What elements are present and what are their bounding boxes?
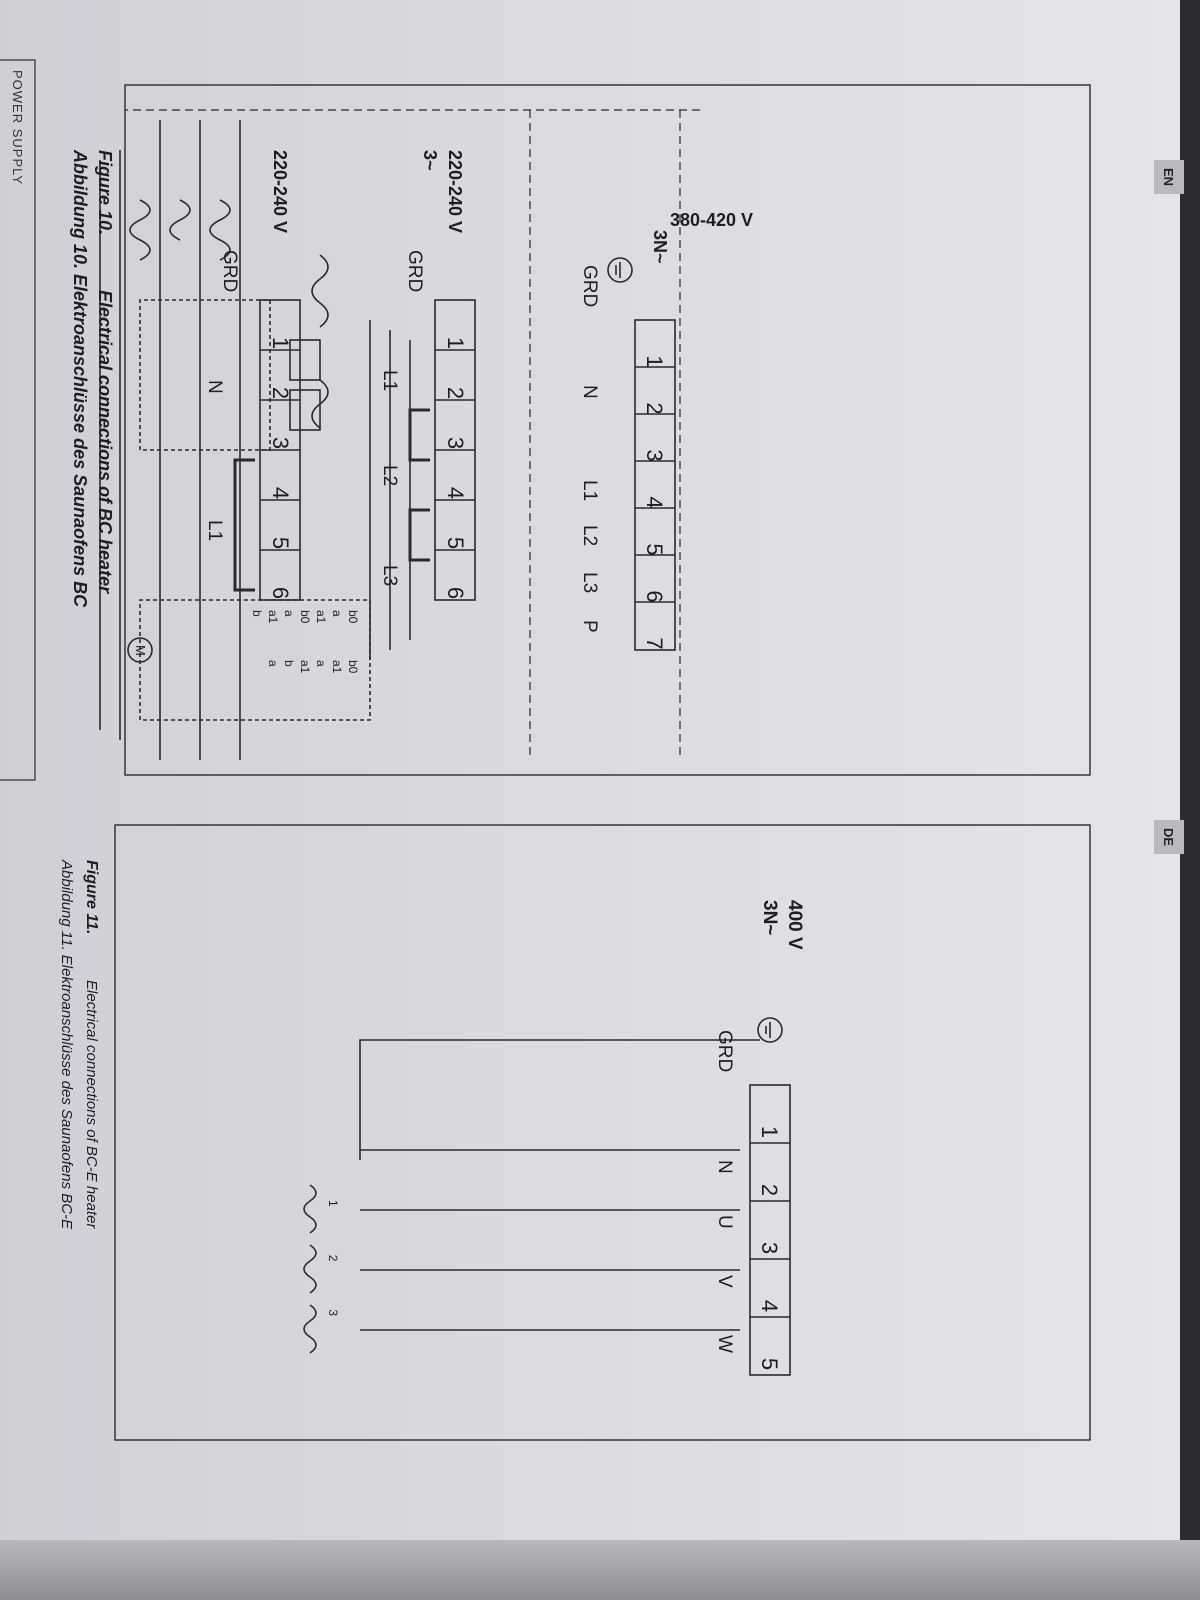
terminal-numbers-1: 1 2 3 4 5 6 7 xyxy=(641,338,667,668)
contact-label-2: a1 xyxy=(314,610,328,624)
grd-label-3: GRD xyxy=(219,250,240,293)
terminal-e-3: 3 xyxy=(757,1241,782,1255)
thermostat-switch-box xyxy=(139,599,371,721)
contact-label-11: b xyxy=(282,660,296,667)
phase-label-1: 3N~ xyxy=(650,230,670,264)
contact-label-8: a1 xyxy=(330,660,344,674)
l1-label-2: L1 xyxy=(379,370,400,392)
relay-coil-1 xyxy=(289,339,321,381)
contact-label-3: b0 xyxy=(298,610,312,624)
terminal-3-4: 4 xyxy=(268,486,293,500)
terminal-2-5: 5 xyxy=(443,536,468,550)
w-label-e: W xyxy=(714,1335,735,1353)
terminal-e-2: 2 xyxy=(757,1183,782,1197)
terminal-3-1: 1 xyxy=(268,336,293,350)
u-label-e: U xyxy=(714,1215,735,1229)
terminal-1-6: 6 xyxy=(642,590,667,603)
l1-label-1: L1 xyxy=(579,480,600,502)
n-label-3: N xyxy=(204,380,225,394)
voltage-label-e: 400 V xyxy=(784,900,805,950)
terminal-3-5: 5 xyxy=(268,536,293,550)
relay-coil-2 xyxy=(289,389,321,431)
voltage-label-3: 220-240 V xyxy=(270,150,290,234)
contact-label-5: a1 xyxy=(266,610,280,624)
figure-10-frame xyxy=(124,84,1091,776)
n-label-e: N xyxy=(714,1160,735,1174)
ground-symbol-e xyxy=(757,1017,783,1043)
terminal-2-4: 4 xyxy=(443,486,468,500)
bus-lines xyxy=(99,120,411,760)
figure-10-title: Electrical connections of BC heater xyxy=(95,290,115,594)
figure-11-frame xyxy=(114,824,1091,1441)
ground-symbol-1 xyxy=(607,257,633,283)
terminal-1-1: 1 xyxy=(642,355,667,368)
contact-labels-2: b0 a1 a a1 b a xyxy=(266,660,360,673)
motor-symbol xyxy=(127,637,153,663)
voltage-label-1: 380-420 V xyxy=(670,210,754,230)
contact-labels: b0 a a1 b0 a a1 b xyxy=(250,610,360,623)
terminal-block-e xyxy=(749,1084,791,1376)
l2-label-1: L2 xyxy=(579,525,600,547)
terminal-numbers-2: 1 2 3 4 5 6 xyxy=(442,318,468,618)
l3-label-2: L3 xyxy=(379,565,400,587)
power-supply-label: POWER SUPPLY xyxy=(10,70,25,186)
contact-label-9: a xyxy=(314,660,328,667)
contact-label-1: a xyxy=(330,610,344,617)
v-label-e: V xyxy=(714,1275,735,1288)
terminal-numbers-e: 1 2 3 4 5 xyxy=(756,1103,782,1393)
terminal-e-5: 5 xyxy=(757,1357,782,1371)
contact-label-4: a xyxy=(282,610,296,617)
l3-label-1: L3 xyxy=(579,572,600,594)
grd-label-e: GRD xyxy=(714,1030,735,1073)
terminal-numbers-3: 1 2 3 4 5 6 xyxy=(267,318,293,618)
terminal-1-2: 2 xyxy=(642,402,667,415)
phase-label-2: 3~ xyxy=(420,150,440,171)
contact-label-0: b0 xyxy=(346,610,360,624)
terminal-1-3: 3 xyxy=(642,449,667,462)
heater-coils xyxy=(129,199,329,429)
l2-label-2: L2 xyxy=(379,465,400,487)
figure-10-de-caption: Abbildung 10. Elektroanschlüsse des Saun… xyxy=(70,150,90,608)
terminal-1-7: 7 xyxy=(642,637,667,650)
voltage-label-2: 220-240 V xyxy=(445,150,465,234)
heater-elements-e xyxy=(303,1039,760,1354)
figure-11-de-caption: Abbildung 11. Elektroanschlüsse des Saun… xyxy=(58,860,75,1230)
terminal-e-4: 4 xyxy=(757,1299,782,1313)
heater-number-1: 1 xyxy=(326,1200,340,1207)
contact-label-12: a xyxy=(266,660,280,667)
figure-11-number: Figure 11. xyxy=(83,860,100,935)
contact-label-7: b0 xyxy=(346,660,360,674)
p-label-1: P xyxy=(579,620,600,633)
heater-number-3: 3 xyxy=(326,1309,340,1317)
motor-label: M xyxy=(133,645,148,656)
terminal-2-3: 3 xyxy=(443,436,468,450)
grd-label-1: GRD xyxy=(579,265,600,308)
l1-label-3: L1 xyxy=(204,520,225,542)
terminal-2-1: 1 xyxy=(443,336,468,350)
figure-11-title: Electrical connections of BC-E heater xyxy=(83,980,100,1229)
terminal-2-6: 6 xyxy=(443,586,468,600)
grd-label-2: GRD xyxy=(404,250,425,293)
terminal-1-5: 5 xyxy=(642,543,667,556)
n-label-1: N xyxy=(579,385,600,399)
contact-label-10: a1 xyxy=(298,660,312,674)
heater-number-labels: 1 2 3 xyxy=(326,1200,340,1316)
terminal-2-2: 2 xyxy=(443,386,468,400)
power-supply-box xyxy=(0,59,36,781)
terminal-3-3: 3 xyxy=(268,436,293,450)
contact-label-6: b xyxy=(250,610,264,617)
terminal-e-1: 1 xyxy=(757,1125,782,1139)
figure-10-number: Figure 10. xyxy=(95,150,115,236)
terminal-3-2: 2 xyxy=(268,386,293,400)
phase-label-e: 3N~ xyxy=(759,900,780,936)
terminal-1-4: 4 xyxy=(642,496,667,509)
terminal-block-1 xyxy=(634,319,676,651)
heater-number-2: 2 xyxy=(326,1254,340,1262)
